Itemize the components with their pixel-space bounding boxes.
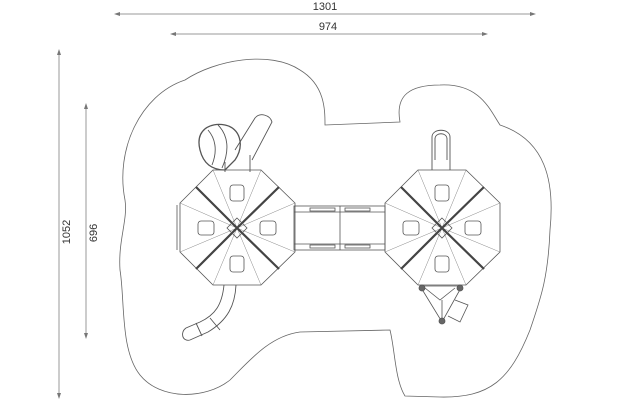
dimension-label: 696 [88, 224, 100, 242]
dimension-width-overall: 1301 [114, 1, 536, 16]
left-platform-tower [176, 169, 296, 286]
tube-slide-top [431, 129, 451, 170]
curved-slide [182, 284, 237, 341]
connecting-bridge [293, 205, 386, 251]
climbing-access [418, 284, 469, 325]
dimension-depth-overall: 1052 [57, 49, 73, 399]
dimension-label: 1052 [61, 220, 73, 244]
dimension-width-equipment: 974 [170, 21, 488, 36]
dimension-label: 974 [319, 21, 337, 33]
right-platform-tower [384, 169, 501, 286]
spiral-slide [198, 114, 273, 172]
safety-zone-outline [119, 58, 552, 398]
dimension-label: 1301 [313, 1, 337, 13]
dimension-depth-equipment: 696 [84, 103, 100, 339]
